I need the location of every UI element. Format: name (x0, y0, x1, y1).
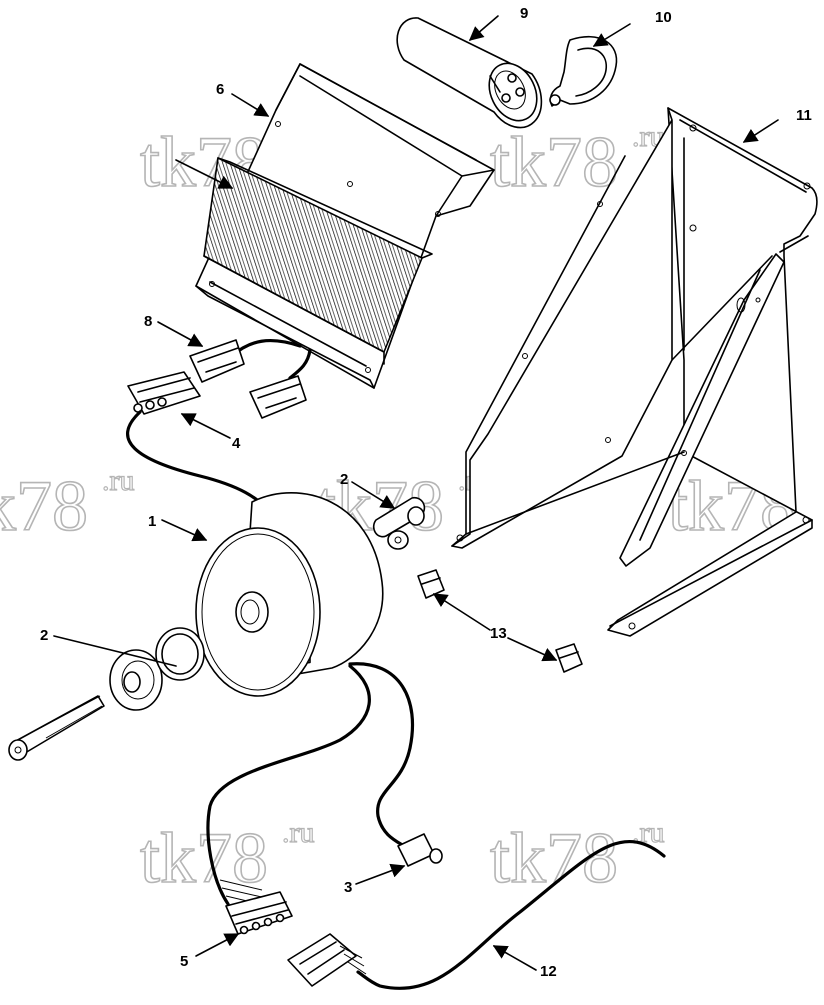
callout-4: 4 (232, 435, 241, 452)
controller-heatsink-part (195, 63, 495, 389)
watermark-text: tk78 (490, 122, 618, 202)
motor-lead-wire (206, 664, 371, 906)
three-way-connector-part (127, 371, 201, 415)
small-connector-part (397, 833, 443, 867)
connector-plug-part (189, 338, 312, 419)
callout-13: 13 (490, 625, 507, 642)
watermark-text: tk78 (0, 466, 88, 546)
watermark-bottom-left: tk78 .ru (139, 815, 315, 898)
callout-10: 10 (655, 9, 672, 26)
watermark-mid-left: tk78 .ru (0, 463, 135, 546)
capacitor-part (396, 17, 543, 129)
leader-lines (53, 15, 779, 971)
watermark-text: tk78 (140, 818, 268, 898)
watermark-bottom-right: tk78 .ru (489, 815, 665, 898)
callout-1: 1 (148, 513, 156, 530)
clip-part (417, 569, 583, 673)
callout-12: 12 (540, 963, 557, 980)
mounting-hardware-lower (8, 627, 205, 761)
mounting-bracket-part (451, 107, 818, 637)
callout-3: 3 (344, 879, 352, 896)
watermark-top-right: tk78 .ru (489, 119, 665, 202)
motor-part (195, 492, 384, 697)
watermark-suffix: .ru (102, 464, 135, 497)
watermark-suffix: .ru (282, 816, 315, 849)
callout-2-lower: 2 (40, 627, 48, 644)
callout-5: 5 (180, 953, 188, 970)
watermark-suffix: .ru (632, 816, 665, 849)
callout-8: 8 (144, 313, 152, 330)
harness-wire (126, 410, 272, 514)
multi-pin-connector-part (219, 879, 293, 935)
callout-11: 11 (796, 107, 812, 124)
callout-labels: 9 10 6 11 8 4 1 2 2 13 3 5 12 (40, 5, 812, 980)
motor-lead-wire (348, 662, 415, 848)
cable-assembly-part (287, 839, 666, 990)
clamp-part (549, 35, 618, 107)
callout-9: 9 (520, 5, 528, 22)
callout-6: 6 (216, 81, 224, 98)
callout-2-upper: 2 (340, 471, 348, 488)
mounting-hardware-upper (372, 496, 426, 550)
